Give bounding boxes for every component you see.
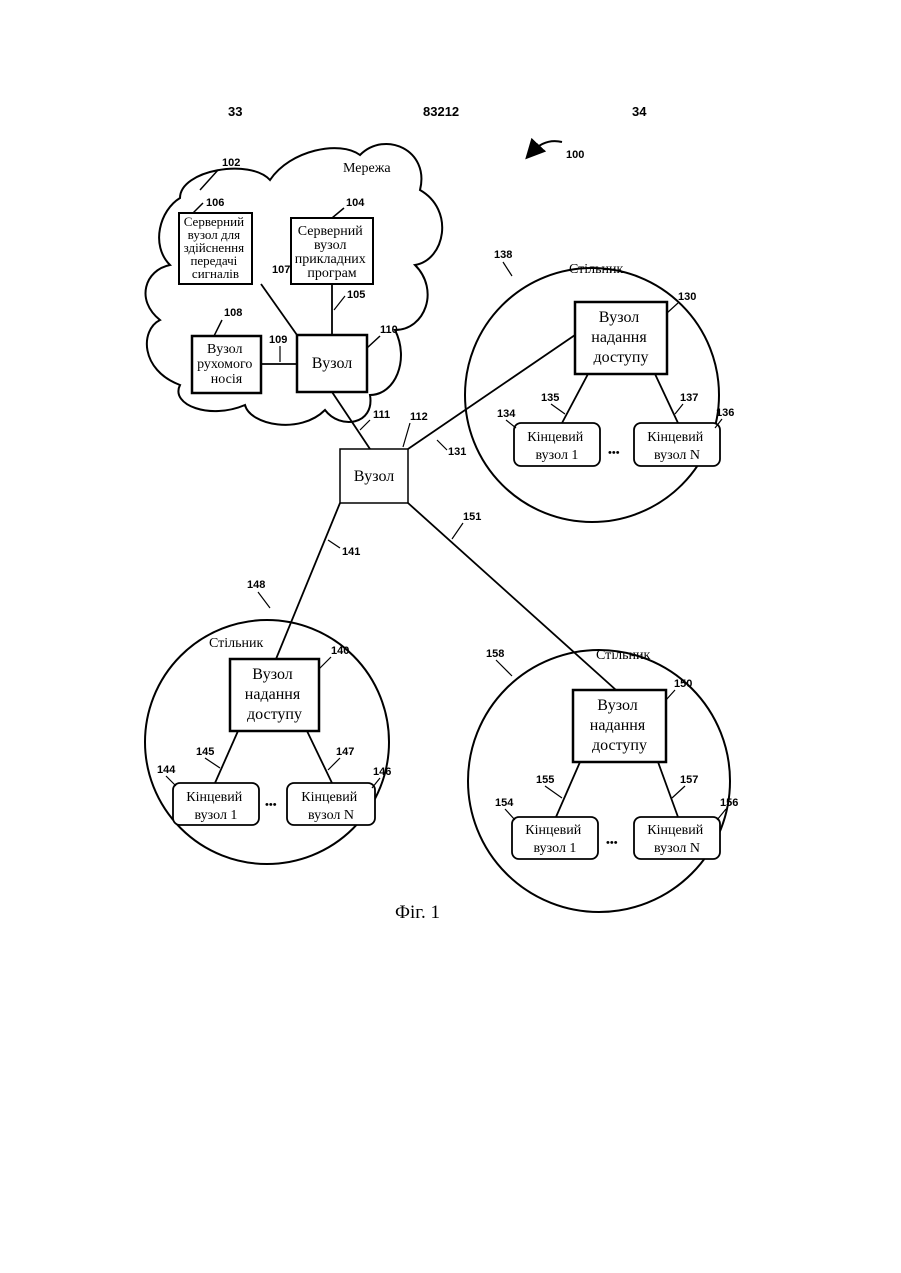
end-node-154-ref: 154 [495,797,514,809]
cell-158-ref: 158 [486,648,504,660]
link-111-ref: 111 [373,409,390,421]
end-node-146-ref: 146 [373,766,391,778]
network-node-label: Вузол [312,355,352,372]
link-151 [408,503,616,690]
link-105-ref: 105 [347,289,365,301]
mobile-carrier-ref: 108 [224,307,242,319]
cell-148-ref: 148 [247,579,265,591]
ellipsis-cell-148: ••• [265,799,277,811]
central-node-ref: 112 [410,411,428,423]
signaling-server-text: Серверний вузол для здійснення передачі … [184,214,248,281]
link-151-ref: 151 [463,511,481,523]
access-node-140-text: Вузол надання доступу [245,666,304,723]
link-141-ref: 141 [342,546,360,558]
central-node-label: Вузол [354,468,394,485]
link-137-ref: 137 [680,392,698,404]
access-node-130-text: Вузол надання доступу [591,309,650,366]
end-node-136-ref: 136 [716,407,734,419]
figure-caption: Фіг. 1 [395,902,440,923]
access-node-140-ref: 140 [331,645,349,657]
link-147-ref: 147 [336,746,354,758]
link-145-ref: 145 [196,746,214,758]
link-155-ref: 155 [536,774,554,786]
link-131-ref: 131 [448,446,466,458]
link-107-ref: 107 [272,264,290,276]
cell-138-ref: 138 [494,249,512,261]
end-node-156-ref: 156 [720,797,738,809]
figure-ref-arrow [532,141,562,152]
ellipsis-cell-138: ••• [608,447,620,459]
signaling-server-ref: 106 [206,197,224,209]
ellipsis-cell-158: ••• [606,837,618,849]
cell-158-label: Стільник [596,648,651,663]
access-node-150-text: Вузол надання доступу [590,697,649,754]
cell-148-circle [145,620,389,864]
figure-ref-label: 100 [566,149,584,161]
link-109-ref: 109 [269,334,287,346]
network-label: Мережа [343,161,391,176]
access-node-130-ref: 130 [678,291,696,303]
app-server-ref: 104 [346,197,365,209]
end-node-134-ref: 134 [497,408,516,420]
network-ref: 102 [222,157,240,169]
access-node-150-ref: 150 [674,678,692,690]
end-node-144-ref: 144 [157,764,176,776]
link-157-ref: 157 [680,774,698,786]
link-135-ref: 135 [541,392,559,404]
network-node-ref: 110 [380,324,398,336]
cell-148-label: Стільник [209,636,264,651]
cell-138-label: Стільник [569,262,624,277]
